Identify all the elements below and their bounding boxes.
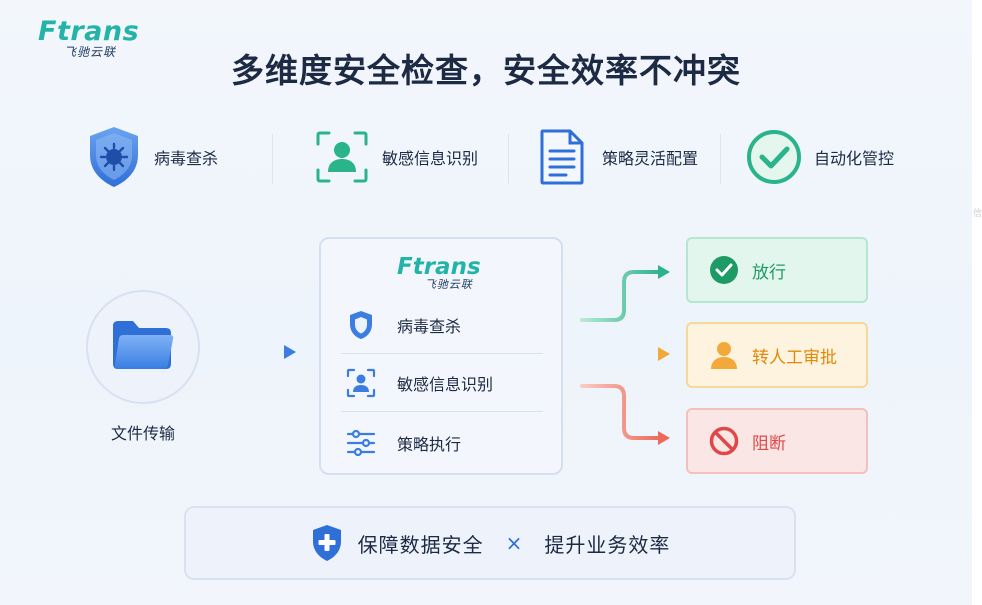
feature-automation: 自动化管控 xyxy=(744,124,894,190)
review-arrow xyxy=(580,347,670,361)
engine-logo: Ftrans 飞驰云联 xyxy=(397,255,481,291)
brand-logo: Ftrans 飞驰云联 xyxy=(38,18,139,59)
page-title: 多维度安全检查，安全效率不冲突 xyxy=(231,51,741,90)
engine-row-virus-scan: 病毒查杀 xyxy=(341,305,543,345)
shield-plus-icon xyxy=(310,523,344,563)
shield-icon xyxy=(341,309,381,341)
input-arrow xyxy=(220,345,296,359)
block-arrow xyxy=(580,384,670,445)
banner-left-text: 保障数据安全 xyxy=(357,532,484,557)
logo-sub-text: 飞驰云联 xyxy=(64,45,117,59)
logo-brand-text: Ftrans xyxy=(38,16,140,47)
check-circle-icon xyxy=(744,126,804,188)
feature-label: 策略灵活配置 xyxy=(602,149,699,168)
block-icon xyxy=(704,426,744,456)
document-icon xyxy=(532,126,592,188)
person-scan-icon xyxy=(312,126,372,188)
engine-row-divider xyxy=(341,353,543,354)
feature-label: 敏感信息识别 xyxy=(382,149,479,168)
engine-row-label: 病毒查杀 xyxy=(397,317,462,336)
folder-icon xyxy=(111,318,175,376)
engine-row-sensitive-info: 敏感信息识别 xyxy=(341,363,543,403)
person-icon xyxy=(704,340,744,370)
outcome-manual-review: 转人工审批 xyxy=(686,322,868,388)
feature-row: 病毒查杀 敏感信息识别 xyxy=(84,124,904,194)
feature-divider xyxy=(272,134,273,184)
feature-virus-scan: 病毒查杀 xyxy=(84,124,218,190)
engine-logo-brand: Ftrans xyxy=(397,254,481,280)
feature-label: 病毒查杀 xyxy=(154,149,219,168)
outcome-label: 阻断 xyxy=(752,433,786,454)
engine-row-divider xyxy=(341,411,543,412)
engine-row-label: 敏感信息识别 xyxy=(397,375,494,394)
banner-right-text: 提升业务效率 xyxy=(544,532,671,557)
feature-sensitive-info: 敏感信息识别 xyxy=(312,124,478,190)
outcome-label: 转人工审批 xyxy=(752,347,837,368)
engine-row-label: 策略执行 xyxy=(397,435,462,454)
edge-text: 信 xyxy=(973,209,982,219)
engine-logo-sub: 飞驰云联 xyxy=(424,278,473,291)
check-circle-icon xyxy=(704,255,744,285)
banner-joiner: × xyxy=(505,531,523,555)
file-transfer-label: 文件传输 xyxy=(110,424,175,443)
feature-divider xyxy=(508,134,509,184)
inspection-engine-panel: Ftrans 飞驰云联 病毒查杀 xyxy=(319,237,563,475)
file-transfer-node xyxy=(86,290,200,404)
virus-shield-icon xyxy=(84,126,144,188)
sliders-icon xyxy=(341,430,381,456)
engine-row-policy-exec: 策略执行 xyxy=(341,423,543,463)
feature-divider xyxy=(720,134,721,184)
outcome-block: 阻断 xyxy=(686,408,868,474)
outcome-pass: 放行 xyxy=(686,237,868,303)
feature-label: 自动化管控 xyxy=(814,149,895,168)
value-banner: 保障数据安全 × 提升业务效率 xyxy=(184,506,796,580)
outcome-label: 放行 xyxy=(752,262,786,283)
person-scan-icon xyxy=(341,368,381,398)
pass-arrow xyxy=(580,265,670,322)
feature-policy-config: 策略灵活配置 xyxy=(532,124,698,190)
